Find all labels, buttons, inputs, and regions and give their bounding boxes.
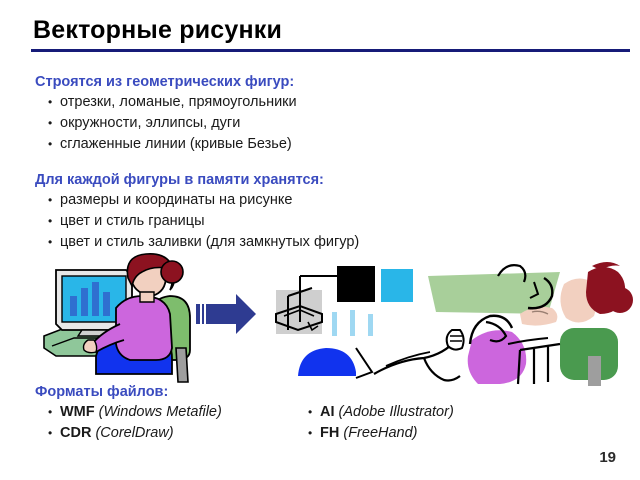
title-divider [31,49,630,52]
list-item: сглаженные линии (кривые Безье) [35,134,297,155]
section-formats-heading: Форматы файлов: [35,384,169,400]
page-title: Векторные рисунки [33,16,283,44]
format-abbr: WMF [60,404,95,420]
section-geometry: Строятся из геометрических фигур: отрезк… [35,72,297,155]
section-memory: Для каждой фигуры в памяти хранятся: раз… [35,170,359,253]
format-abbr: AI [320,404,335,420]
format-full-name: (Adobe Illustrator) [338,404,454,420]
format-full-name: (FreeHand) [343,425,418,441]
list-item: CDR (CorelDraw) [35,423,595,444]
list-item: размеры и координаты на рисунке [35,190,359,211]
list-item: окружности, эллипсы, дуги [35,113,297,134]
formats-right-column: AI (Adobe Illustrator) FH (FreeHand) [295,402,454,444]
formats-left-column: WMF (Windows Metafile) CDR (CorelDraw) [35,402,595,444]
woman-at-computer-vector-shapes [275,262,633,386]
blue-right-arrow [196,294,256,334]
section-memory-heading: Для каждой фигуры в памяти хранятся: [35,172,324,188]
section-geometry-bullets: отрезки, ломаные, прямоугольники окружно… [35,92,297,155]
format-full-name: (CorelDraw) [95,425,174,441]
section-formats: Форматы файлов: WMF (Windows Metafile) C… [35,382,595,444]
illustration [0,252,640,387]
format-abbr: CDR [60,425,92,441]
format-full-name: (Windows Metafile) [98,404,222,420]
page-number: 19 [599,449,616,466]
list-item: цвет и стиль заливки (для замкнутых фигу… [35,232,359,253]
format-abbr: FH [320,425,340,441]
list-item: AI (Adobe Illustrator) [295,402,454,423]
list-item: отрезки, ломаные, прямоугольники [35,92,297,113]
list-item: цвет и стиль границы [35,211,359,232]
section-geometry-heading: Строятся из геометрических фигур: [35,74,295,90]
woman-at-computer-raster-clipart [43,253,191,383]
section-memory-bullets: размеры и координаты на рисунке цвет и с… [35,190,359,253]
list-item: FH (FreeHand) [295,423,454,444]
formats-columns: WMF (Windows Metafile) CDR (CorelDraw) A… [35,402,595,444]
list-item: WMF (Windows Metafile) [35,402,595,423]
